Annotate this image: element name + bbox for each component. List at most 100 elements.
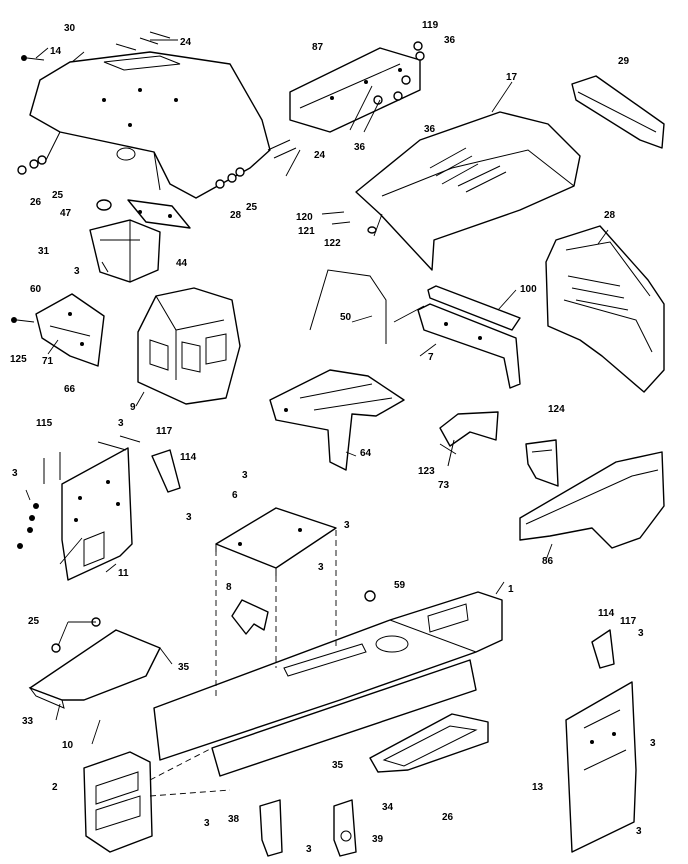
assembly-lines	[149, 530, 337, 797]
callout-71: 71	[42, 356, 54, 367]
bracket-38	[259, 799, 283, 857]
console-bracket-64	[269, 369, 405, 471]
front-plate-2	[83, 751, 153, 853]
bolt-14	[21, 55, 45, 61]
callout-28: 28	[230, 210, 242, 221]
callout-3: 3	[344, 520, 350, 531]
callout-86: 86	[542, 556, 554, 567]
callout-3: 3	[242, 470, 248, 481]
callout-3: 3	[650, 738, 656, 749]
callout-115: 115	[36, 418, 53, 429]
dash-housing-9	[137, 287, 241, 405]
callout-36: 36	[444, 35, 456, 46]
callout-125: 125	[10, 354, 27, 365]
panel-87	[289, 47, 421, 133]
callout-59: 59	[394, 580, 406, 591]
hinge-pins-120-122	[321, 211, 377, 234]
panel-86	[519, 451, 665, 549]
callout-24: 24	[314, 150, 326, 161]
screw-125	[11, 317, 35, 323]
pins-115	[43, 452, 61, 484]
callout-3: 3	[74, 266, 80, 277]
callout-11: 11	[118, 568, 129, 579]
leader-lines	[25, 47, 609, 745]
foot-plate-33	[28, 617, 161, 709]
callout-2: 2	[52, 782, 58, 793]
callout-1: 1	[508, 584, 514, 595]
callout-3: 3	[306, 844, 312, 855]
mounting-hardware-25-26	[17, 155, 245, 189]
callout-39: 39	[372, 834, 384, 845]
side-panel-28	[545, 225, 665, 393]
callout-3: 3	[204, 818, 210, 829]
hood-17	[355, 111, 581, 271]
callout-100: 100	[520, 284, 537, 295]
screws-24-side	[267, 139, 297, 159]
callout-60: 60	[30, 284, 42, 295]
step-34	[369, 713, 489, 773]
callout-47: 47	[60, 208, 72, 219]
callout-35: 35	[332, 760, 344, 771]
dash-plate-13	[565, 681, 637, 853]
screws-24-top	[115, 31, 178, 51]
callout-30: 30	[64, 23, 76, 34]
bracket-114-117	[97, 435, 181, 493]
callout-6: 6	[232, 490, 238, 501]
callout-25: 25	[246, 202, 258, 213]
callout-14: 14	[50, 46, 62, 57]
callout-7: 7	[428, 352, 434, 363]
callout-28: 28	[604, 210, 616, 221]
callout-31: 31	[38, 246, 50, 257]
callout-13: 13	[532, 782, 544, 793]
callout-26: 26	[30, 197, 42, 208]
callout-50: 50	[340, 312, 352, 323]
callout-9: 9	[130, 402, 136, 413]
callout-44: 44	[176, 258, 188, 269]
callout-124: 124	[548, 404, 565, 415]
callout-8: 8	[226, 582, 232, 593]
callout-26: 26	[442, 812, 454, 823]
bracket-114-117-right	[591, 629, 615, 669]
callout-122: 122	[324, 238, 341, 249]
grille-29	[571, 75, 665, 149]
callout-3: 3	[118, 418, 124, 429]
callout-3: 3	[186, 512, 192, 523]
callout-labels: 30 14 24 25 26 47 28 25 24 31 3 44 87 11…	[10, 20, 656, 855]
callout-117: 117	[620, 616, 637, 627]
bracket-39	[333, 799, 357, 857]
callout-33: 33	[22, 716, 34, 727]
dash-panel-30	[29, 51, 271, 199]
panel-71-66	[35, 293, 105, 367]
callout-10: 10	[62, 740, 74, 751]
fasteners-36-119	[349, 41, 425, 133]
bracket-8	[231, 599, 269, 635]
callout-35: 35	[178, 662, 190, 673]
callout-119: 119	[422, 20, 439, 31]
callout-121: 121	[298, 226, 315, 237]
main-frame-1	[153, 590, 503, 777]
bracket-assembly-31	[89, 199, 191, 283]
bracket-124	[525, 439, 559, 487]
bracket-123	[439, 411, 499, 467]
callout-36: 36	[354, 142, 366, 153]
callout-17: 17	[506, 72, 518, 83]
callout-3: 3	[636, 826, 642, 837]
bracket-100	[427, 285, 521, 331]
callout-66: 66	[64, 384, 76, 395]
callout-34: 34	[382, 802, 394, 813]
callout-123: 123	[418, 466, 435, 477]
callout-87: 87	[312, 42, 324, 53]
dash-plate-11	[61, 447, 133, 581]
rod-50	[309, 269, 387, 344]
callout-3: 3	[638, 628, 644, 639]
callout-120: 120	[296, 212, 313, 223]
callout-36: 36	[424, 124, 436, 135]
bracket-7	[417, 303, 521, 389]
callout-25: 25	[28, 616, 40, 627]
callout-114: 114	[180, 452, 197, 463]
callout-64: 64	[360, 448, 372, 459]
bolts-3-left	[17, 503, 39, 549]
callout-29: 29	[618, 56, 630, 67]
callout-24: 24	[180, 37, 192, 48]
